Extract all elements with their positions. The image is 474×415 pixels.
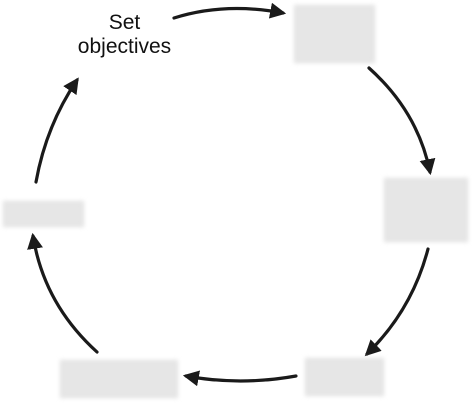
cycle-arrow-5 — [27, 232, 99, 354]
cycle-arrow-2 — [367, 66, 436, 176]
obscured-label-box — [3, 201, 84, 227]
obscured-label-box — [384, 178, 468, 242]
cycle-arrow-3 — [364, 247, 430, 357]
obscured-label-box — [60, 360, 178, 398]
cycle-arrow-6 — [34, 77, 79, 184]
cycle-arrow-4 — [182, 370, 298, 387]
obscured-label-box — [294, 5, 375, 63]
cycle-arrow-1 — [172, 2, 287, 20]
obscured-label-box — [305, 358, 384, 396]
